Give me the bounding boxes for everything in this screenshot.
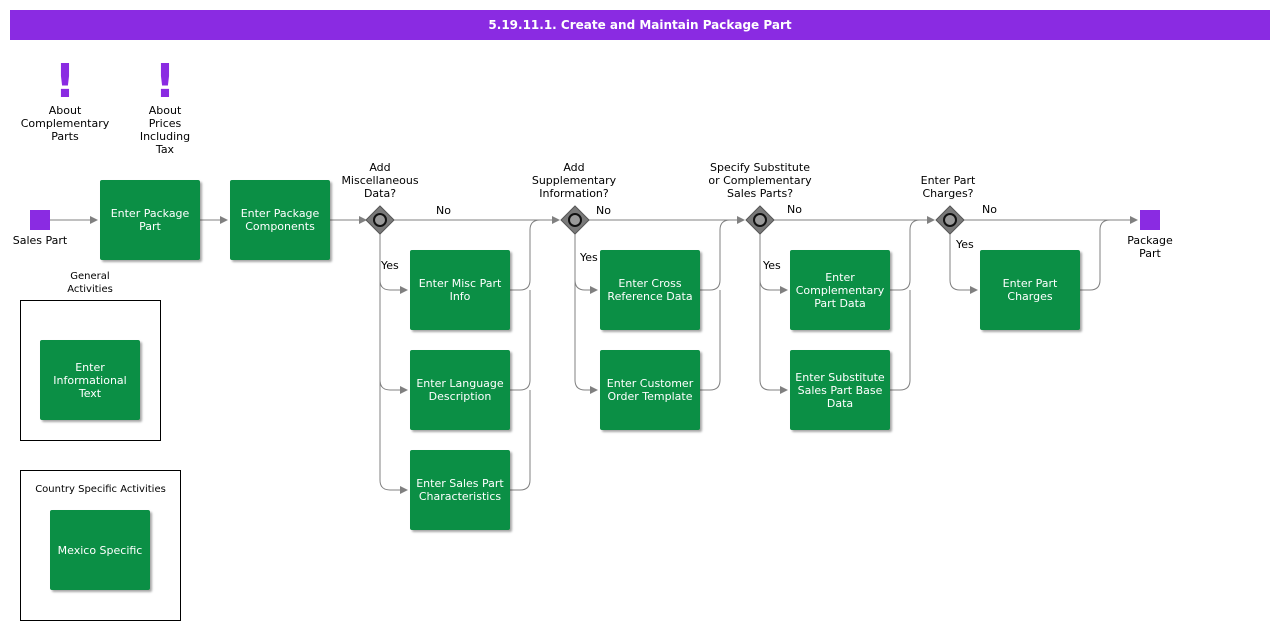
start-event-label: Sales Part xyxy=(12,234,68,247)
edge-label-yes: Yes xyxy=(381,259,399,272)
edge-g4-yes-charges xyxy=(949,234,978,294)
edge-label-no: No xyxy=(596,204,611,217)
gateway-g4-label: Enter Part Charges? xyxy=(920,174,976,200)
edge-g2-yes-template xyxy=(574,280,598,394)
task-enter-misc-part-info[interactable]: Enter Misc Part Info xyxy=(410,250,510,330)
gateway-g1 xyxy=(365,205,395,235)
edge-label-yes: Yes xyxy=(956,238,974,251)
edge-label-no: No xyxy=(982,203,997,216)
gateway-g2 xyxy=(560,205,590,235)
edge-g1-yes-language xyxy=(379,280,408,394)
edge-label-no: No xyxy=(436,204,451,217)
task-enter-cross-reference-data[interactable]: Enter Cross Reference Data xyxy=(600,250,700,330)
diagram-title: 5.19.11.1. Create and Maintain Package P… xyxy=(10,10,1270,40)
edge-characteristics-merge xyxy=(510,390,531,491)
edge-g1-yes-characteristics xyxy=(379,380,408,494)
gateways xyxy=(365,205,965,235)
edge-language-merge xyxy=(510,290,531,391)
task-enter-complementary-part-data[interactable]: Enter Complementary Part Data xyxy=(790,250,890,330)
edge-label-yes: Yes xyxy=(763,259,781,272)
gateway-g4 xyxy=(935,205,965,235)
end-event[interactable] xyxy=(1140,210,1160,230)
edge-misc-merge xyxy=(510,219,541,291)
task-enter-informational-text[interactable]: Enter Informational Text xyxy=(40,340,140,420)
edge-charges-merge xyxy=(1080,219,1111,291)
note-about-complementary-parts[interactable]: About Complementary Parts xyxy=(20,104,110,143)
end-event-label: Package Part xyxy=(1127,234,1173,260)
task-mexico-specific[interactable]: Mexico Specific xyxy=(50,510,150,590)
group-country-specific-title: Country Specific Activities xyxy=(35,484,166,495)
gateway-g3 xyxy=(745,205,775,235)
edge-cross-merge xyxy=(700,219,731,291)
note-about-prices-including-tax[interactable]: About Prices Including Tax xyxy=(139,104,191,156)
gateway-g3-label: Specify Substitute or Complementary Sale… xyxy=(708,161,812,200)
edge-substitute-merge xyxy=(890,290,911,391)
task-enter-package-part[interactable]: Enter Package Part xyxy=(100,180,200,260)
edge-g3-yes-substitute xyxy=(759,280,788,394)
gateway-g2-label: Add Supplementary Information? xyxy=(531,161,617,200)
edge-label-no: No xyxy=(787,203,802,216)
edge-label-yes: Yes xyxy=(580,251,598,264)
group-general-title: General Activities xyxy=(67,271,113,295)
gateway-g1-label: Add Miscellaneous Data? xyxy=(341,161,419,200)
task-enter-substitute-sales-part-base-data[interactable]: Enter Substitute Sales Part Base Data xyxy=(790,350,890,430)
task-enter-package-components[interactable]: Enter Package Components xyxy=(230,180,330,260)
task-enter-customer-order-template[interactable]: Enter Customer Order Template xyxy=(600,350,700,430)
task-enter-sales-part-characteristics[interactable]: Enter Sales Part Characteristics xyxy=(410,450,510,530)
edge-complementary-merge xyxy=(890,219,921,291)
exclamation-icon[interactable]: ! xyxy=(154,54,176,108)
start-event[interactable] xyxy=(30,210,50,230)
task-enter-part-charges[interactable]: Enter Part Charges xyxy=(980,250,1080,330)
exclamation-icon[interactable]: ! xyxy=(54,54,76,108)
task-enter-language-description[interactable]: Enter Language Description xyxy=(410,350,510,430)
edge-template-merge xyxy=(700,290,721,391)
